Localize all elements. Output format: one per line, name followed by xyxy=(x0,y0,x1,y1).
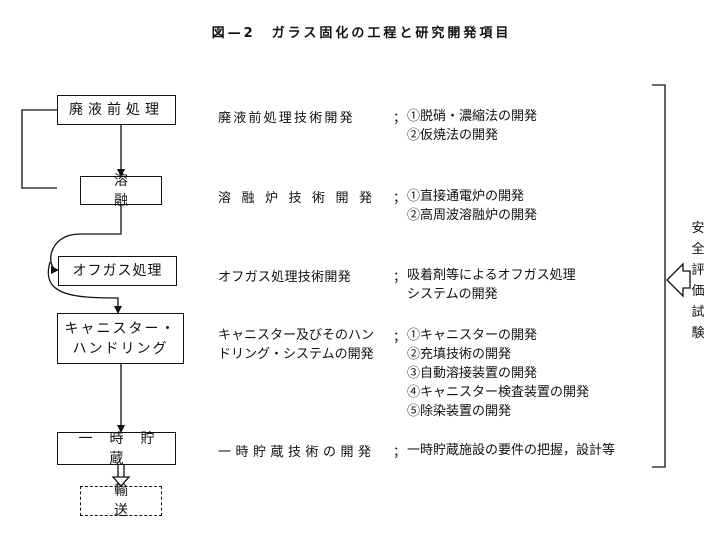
item-pretreatment-1: ①脱硝・濃縮法の開発 xyxy=(407,109,538,124)
side-label-char-1: 安 xyxy=(691,221,705,236)
box-melting-label: 溶融 xyxy=(114,172,152,209)
category-melter-dev: 溶融炉技術開発 xyxy=(218,191,383,206)
item-offgas-2: システムの開発 xyxy=(407,287,498,302)
items-canister: ①キャニスターの開発 ②充填技術の開発 ③自動溶接装置の開発 ④キャニスター検査… xyxy=(407,326,589,421)
separator-4: ； xyxy=(393,330,407,345)
items-pretreatment: ①脱硝・濃縮法の開発 ②仮焼法の開発 xyxy=(407,107,537,145)
bypass-line-pretreat-to-offgas xyxy=(21,109,57,189)
side-hollow-arrow xyxy=(666,262,691,298)
category-canister-dev: キャニスター及びそのハン ドリング・システムの開発 xyxy=(218,326,374,364)
item-canister-5: ⑤除染装置の開発 xyxy=(407,404,512,419)
separator-2: ； xyxy=(393,191,407,206)
box-melting: 溶融 xyxy=(80,173,162,209)
item-storage-1: 一時貯蔵施設の要件の把握，設計等 xyxy=(407,443,616,458)
item-canister-3: ③自動溶接装置の開発 xyxy=(407,366,538,381)
category-canister-dev-line1: キャニスター及びそのハン xyxy=(218,328,375,343)
item-pretreatment-2: ②仮焼法の開発 xyxy=(407,128,499,143)
item-canister-4: ④キャニスター検査装置の開発 xyxy=(407,385,590,400)
right-bracket xyxy=(652,84,666,468)
box-waste-pretreatment-label: 廃液前処理 xyxy=(69,102,164,118)
separator-3: ； xyxy=(393,270,407,285)
box-offgas-treatment-label: オフガス処理 xyxy=(72,263,163,279)
side-label-char-6: 験 xyxy=(691,326,705,341)
item-offgas-1: 吸着剤等によるオフガス処理 xyxy=(407,268,576,283)
item-melter-2: ②高周波溶融炉の開発 xyxy=(407,208,538,223)
side-label-char-2: 全 xyxy=(691,242,705,257)
category-offgas-dev: オフガス処理技術開発 xyxy=(218,270,352,285)
box-transport: 輸送 xyxy=(80,483,162,519)
hollow-arrow-head xyxy=(111,476,131,487)
arrow-melt-to-offgas xyxy=(50,205,122,274)
box-offgas-treatment: オフガス処理 xyxy=(58,256,177,286)
box-canister-handling-line1: キャニスター・ xyxy=(64,320,177,337)
item-melter-1: ①直接通電炉の開発 xyxy=(407,189,525,204)
box-canister-handling: キャニスター・ ハンドリング xyxy=(57,313,184,364)
side-label-safety-evaluation: 安 全 評 価 試 験 xyxy=(690,218,706,344)
items-storage: 一時貯蔵施設の要件の把握，設計等 xyxy=(407,441,615,460)
arrow-offgas-to-canister xyxy=(47,261,122,314)
side-label-char-4: 価 xyxy=(691,284,705,299)
items-offgas: 吸着剤等によるオフガス処理 システムの開発 xyxy=(407,266,576,304)
item-canister-1: ①キャニスターの開発 xyxy=(407,328,538,343)
box-transport-label: 輸送 xyxy=(114,483,152,519)
category-storage-dev: 一時貯蔵技術の開発 xyxy=(218,445,376,460)
side-label-char-5: 試 xyxy=(691,305,705,320)
box-canister-handling-line2: ハンドリング xyxy=(72,340,169,357)
separator-1: ； xyxy=(393,111,407,126)
box-temporary-storage: 一時貯蔵 xyxy=(57,431,176,467)
side-label-char-3: 評 xyxy=(691,263,705,278)
category-pretreatment-dev: 廃液前処理技術開発 xyxy=(218,111,355,126)
item-canister-2: ②充填技術の開発 xyxy=(407,347,512,362)
items-melter: ①直接通電炉の開発 ②高周波溶融炉の開発 xyxy=(407,187,537,225)
box-temporary-storage-label: 一時貯蔵 xyxy=(78,430,172,467)
category-canister-dev-line2: ドリング・システムの開発 xyxy=(218,347,374,362)
box-waste-pretreatment: 廃液前処理 xyxy=(57,95,176,125)
figure-title: 図—2 ガラス固化の工程と研究開発項目 xyxy=(211,26,512,41)
separator-5: ； xyxy=(393,445,407,460)
